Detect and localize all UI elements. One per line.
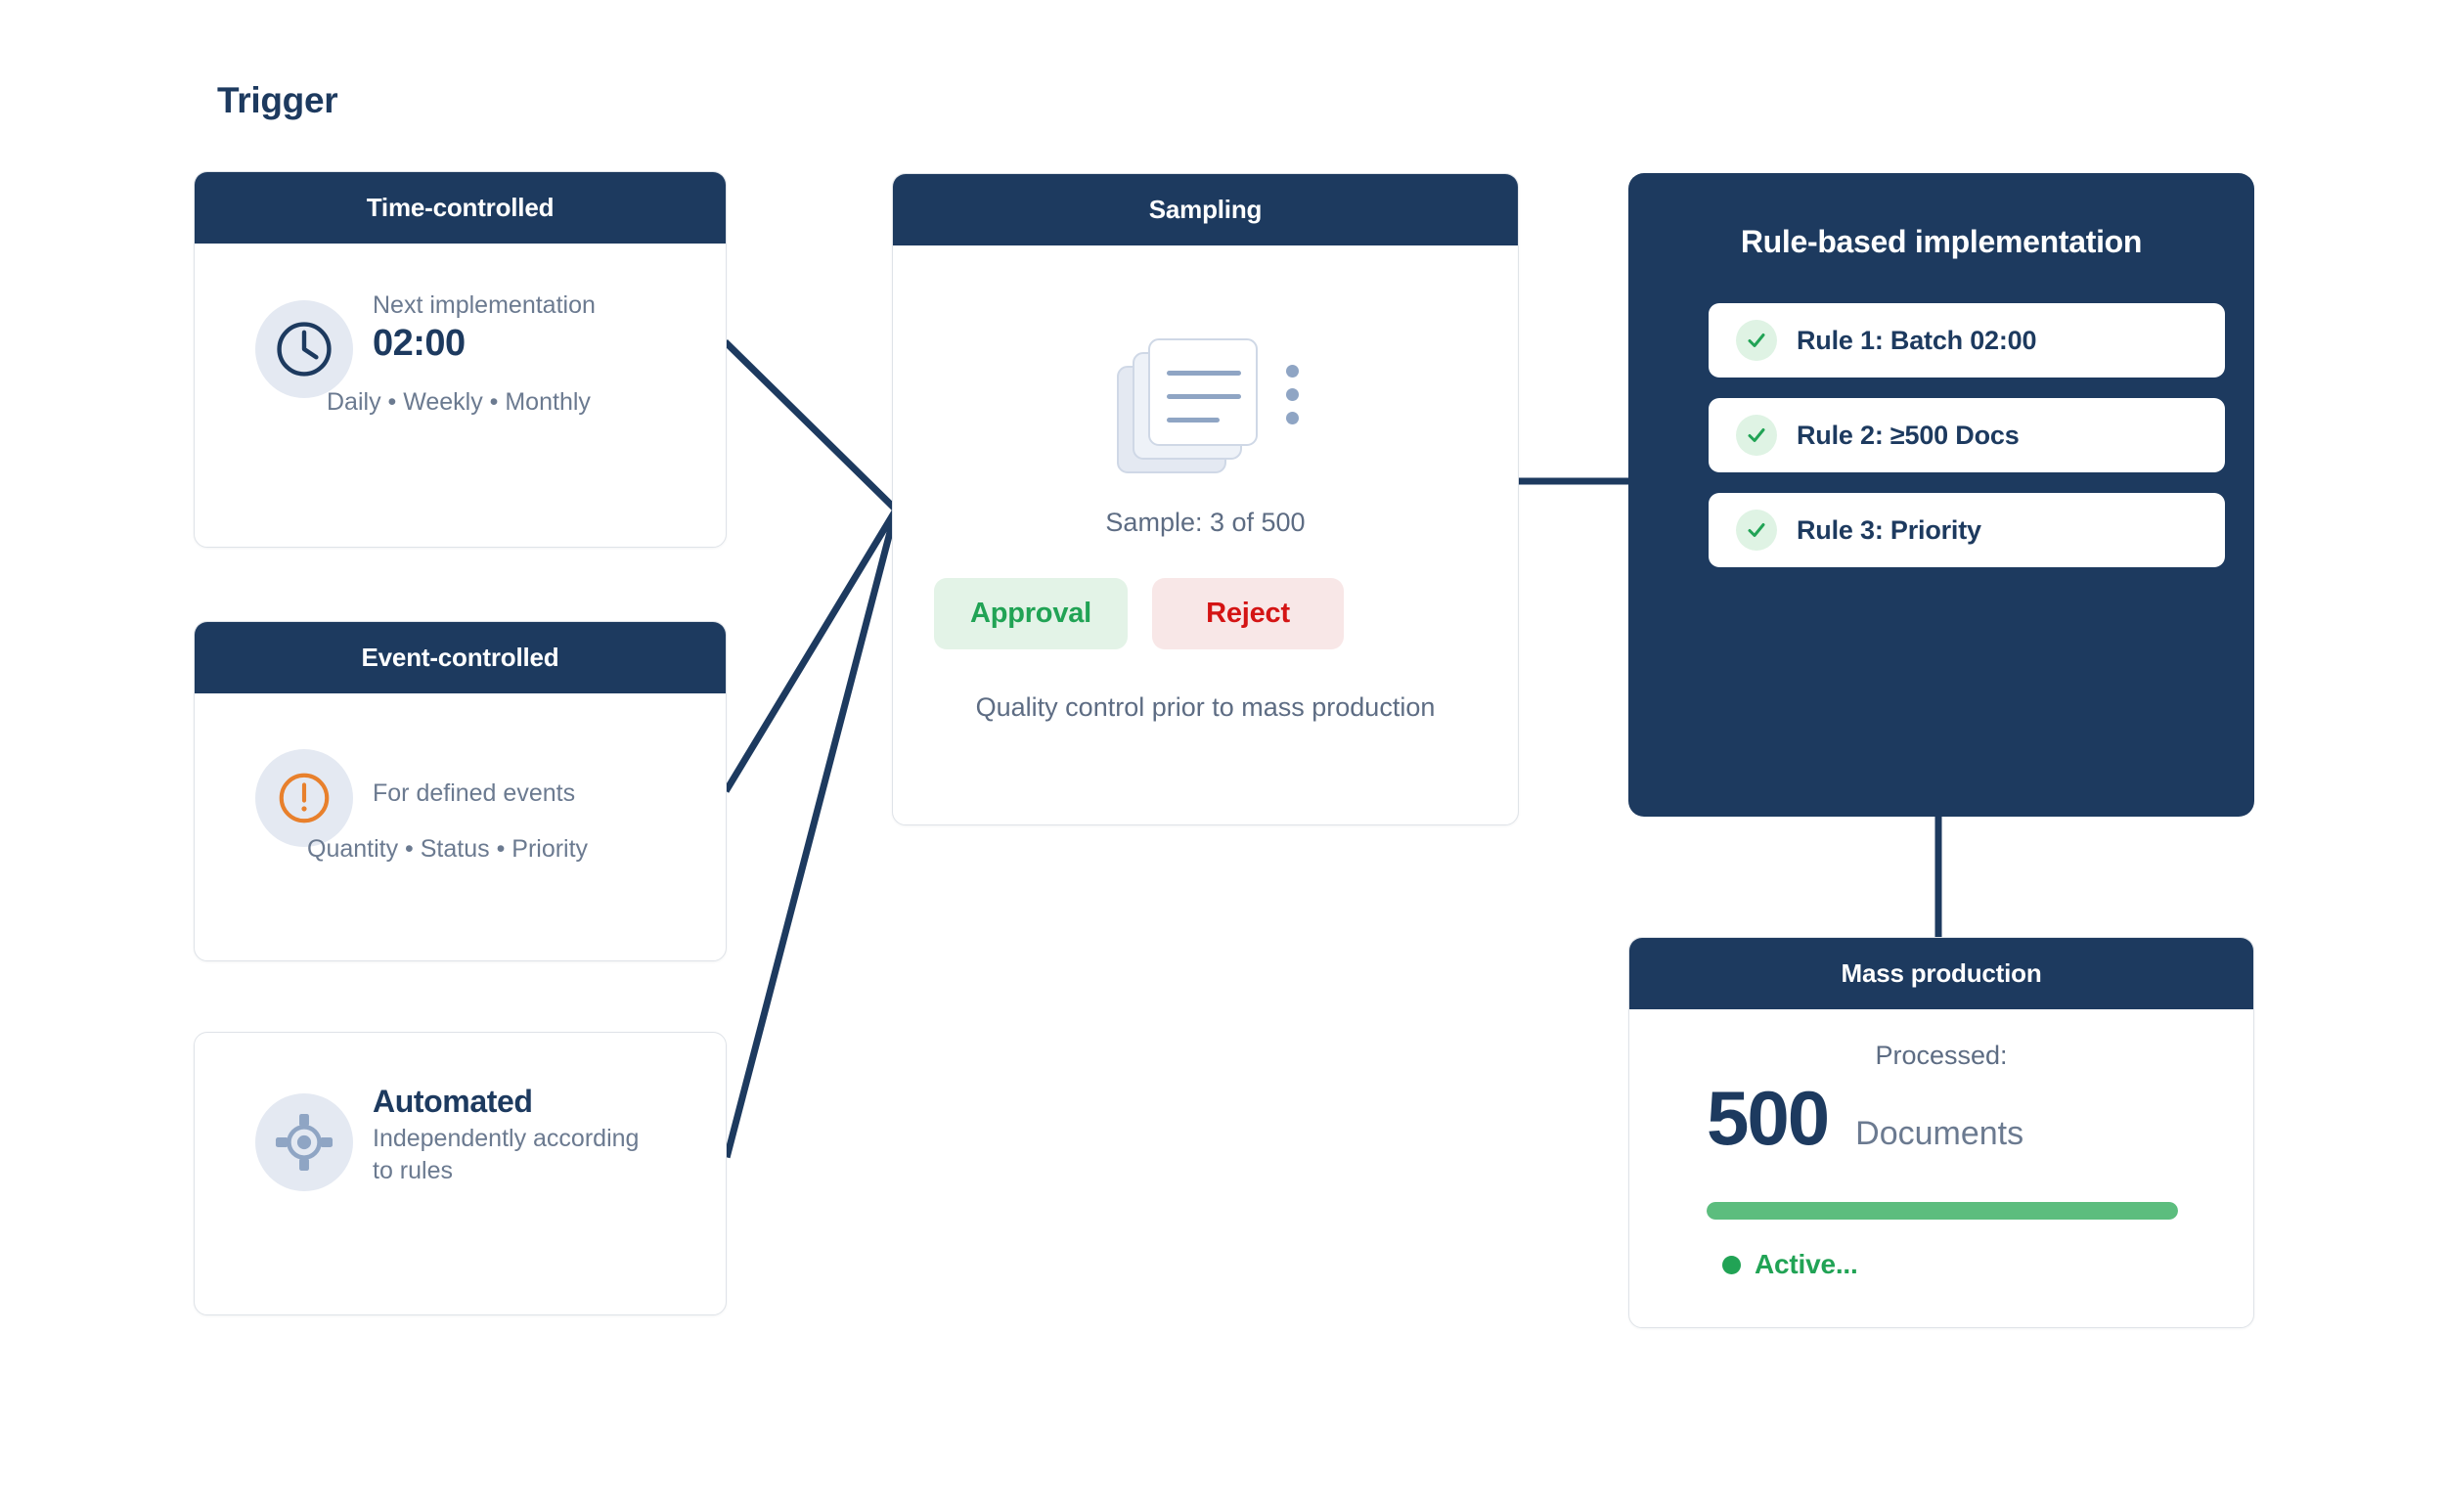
mass-production-card[interactable]: Mass production Processed: 500 Documents… [1628,937,2254,1328]
more-vertical-icon[interactable] [1286,365,1299,424]
for-defined-events-label: For defined events [373,779,576,807]
dot [1286,388,1299,401]
next-implementation-label: Next implementation [373,291,596,319]
dot [1286,365,1299,378]
automated-text: Automated Independently according to rul… [373,1084,666,1187]
next-implementation-value: 02:00 [373,323,466,365]
status-text: Active... [1755,1249,1858,1279]
trigger-card-automated[interactable]: Automated Independently according to rul… [194,1032,727,1315]
dot [1286,412,1299,424]
card-header-event-controlled: Event-controlled [195,622,726,693]
rule-row[interactable]: Rule 2: ≥500 Docs [1709,398,2225,472]
reject-button[interactable]: Reject [1152,578,1344,649]
automated-subtitle: Independently according to rules [373,1125,640,1184]
processed-count: 500 [1707,1075,1830,1161]
alert-circle-icon [255,749,353,847]
sampling-card[interactable]: Sampling Sample: 3 of 500 [892,173,1519,825]
card-header-time-controlled: Time-controlled [195,172,726,244]
sample-count-label: Sample: 3 of 500 [1105,508,1306,537]
rules-panel-title: Rule-based implementation [1740,224,2143,259]
check-icon [1736,320,1777,361]
rule-label: Rule 2: ≥500 Docs [1797,420,2020,450]
gear-target-icon [255,1093,353,1191]
rule-based-implementation-panel[interactable]: Rule-based implementation Rule 1: Batch … [1628,173,2254,817]
progress-bar [1707,1202,2178,1220]
status-badge: Active... [1722,1249,1858,1280]
card-header-mass-production: Mass production [1629,938,2253,1009]
processed-label: Processed: [1875,1041,2008,1070]
connector-time-to-sampling [723,339,900,513]
trigger-card-time-controlled[interactable]: Time-controlled Next implementation 02:0… [194,171,727,548]
time-controlled-text: Next implementation 02:00 [373,290,596,365]
card-header-sampling: Sampling [893,174,1518,245]
clock-icon [255,300,353,398]
rule-label: Rule 3: Priority [1797,514,1981,545]
connector-event-to-sampling [723,507,900,793]
connector-automated-to-sampling [723,509,900,1159]
event-controlled-criteria: Quantity • Status • Priority [307,835,589,863]
rule-row[interactable]: Rule 1: Batch 02:00 [1709,303,2225,378]
rule-label: Rule 1: Batch 02:00 [1797,325,2037,355]
automated-title: Automated [373,1084,533,1119]
sampling-decision-buttons: Approval Reject [934,578,1344,649]
approval-button[interactable]: Approval [934,578,1128,649]
processed-count-row: 500 Documents [1707,1080,2023,1156]
rule-row[interactable]: Rule 3: Priority [1709,493,2225,567]
page-title: Trigger [217,80,338,120]
sampling-caption: Quality control prior to mass production [975,692,1436,722]
document-stack-icon [1117,338,1258,473]
check-icon [1736,415,1777,456]
progress-bar-fill [1707,1202,2178,1220]
status-dot-icon [1722,1255,1741,1274]
processed-unit: Documents [1855,1115,2024,1152]
trigger-card-event-controlled[interactable]: Event-controlled For defined events Quan… [194,621,727,961]
check-icon [1736,510,1777,551]
event-controlled-text: For defined events [373,778,575,809]
rules-list: Rule 1: Batch 02:00 Rule 2: ≥500 Docs Ru… [1709,303,2225,567]
document-stack-group [893,335,1518,482]
time-controlled-frequency: Daily • Weekly • Monthly [327,388,591,416]
